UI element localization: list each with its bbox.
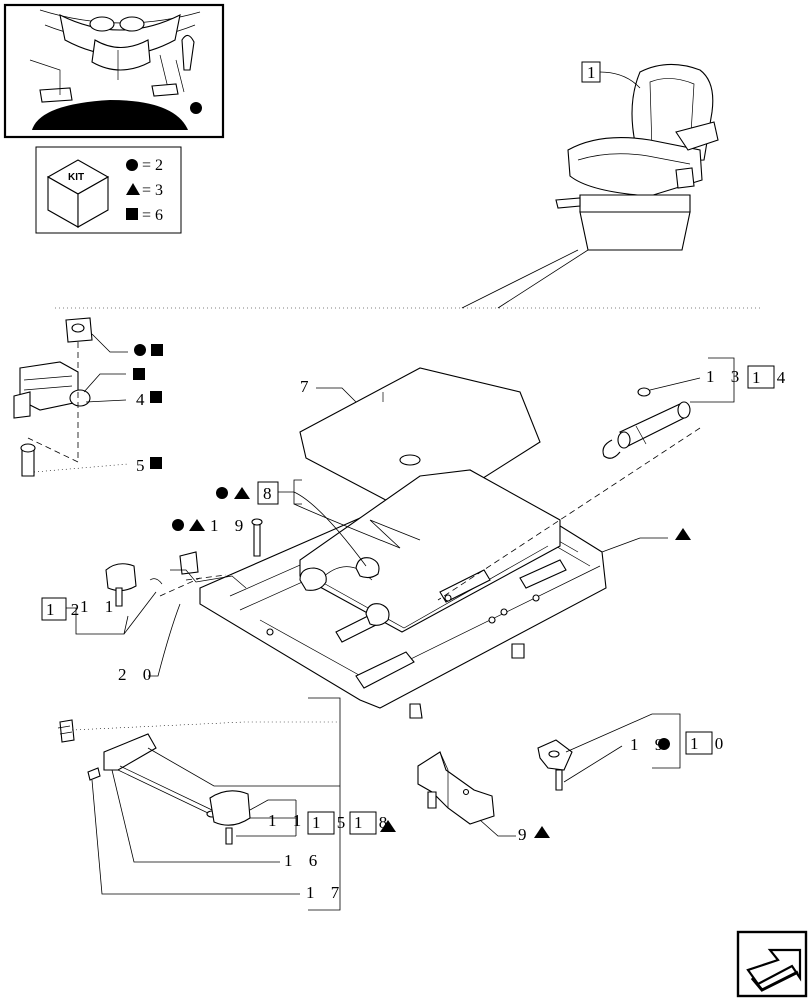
square-symbol (151, 344, 163, 356)
kit-triangle-value: = 3 (142, 182, 163, 199)
callout-15-box (307, 811, 335, 835)
callout-18-box (349, 811, 377, 835)
switch-assembly (105, 551, 247, 607)
triangle-symbol (380, 820, 396, 832)
callout-10-box (685, 731, 713, 755)
callout-14-box (747, 365, 775, 389)
callout-12-box (41, 597, 67, 621)
triangle-symbol (234, 487, 250, 499)
callout-11b: 1 1 (268, 811, 307, 830)
triangle-symbol (189, 519, 205, 531)
circle-symbol (658, 738, 670, 750)
gas-spring (602, 387, 691, 459)
callout-16: 1 6 (284, 851, 323, 870)
kit-legend: KIT = 2 = 3 = 6 (35, 146, 182, 234)
square-symbol (150, 457, 162, 469)
callout-17: 1 7 (306, 883, 345, 902)
callout-11a: 1 1 (80, 597, 119, 616)
circle-symbol (134, 344, 146, 356)
callout-5: 5 (136, 456, 151, 475)
location-inset (3, 3, 225, 139)
callout-15: 1 5 (312, 813, 351, 832)
seat-frame (199, 469, 607, 719)
seat-pad (299, 367, 541, 519)
mounting-bracket (417, 751, 495, 825)
release-lever (57, 719, 218, 818)
circle-symbol (172, 519, 184, 531)
square-symbol (150, 391, 162, 403)
callout-4: 4 (136, 390, 151, 409)
callout-10: 1 0 (690, 734, 729, 753)
circle-symbol (126, 159, 138, 171)
callout-8: 8 (263, 484, 278, 503)
callout-12: 1 2 (46, 600, 85, 619)
triangle-symbol (126, 183, 140, 195)
hook-part (537, 739, 573, 791)
callout-8-box (257, 481, 279, 505)
callout-1: 1 (587, 63, 602, 82)
circle-symbol (216, 487, 228, 499)
seat-assembly (555, 63, 719, 251)
callout-19a: 1 9 (210, 516, 249, 535)
square-symbol (133, 368, 145, 380)
callout-13: 1 3 (706, 367, 745, 386)
triangle-symbol (675, 528, 691, 540)
callout-7: 7 (300, 377, 315, 396)
callout-19b: 1 9 (630, 735, 669, 754)
navigation-arrow-icon[interactable] (736, 930, 808, 998)
callout-14: 1 4 (752, 368, 791, 387)
callout-20: 2 0 (118, 665, 157, 684)
kit-circle-value: = 2 (142, 157, 163, 174)
kit-square-value: = 6 (142, 207, 163, 224)
latch-assembly (13, 317, 93, 477)
triangle-symbol (534, 826, 550, 838)
square-symbol (126, 208, 138, 220)
callout-9: 9 (518, 825, 533, 844)
callout-18: 1 8 (354, 813, 393, 832)
kit-label: KIT (68, 172, 84, 183)
